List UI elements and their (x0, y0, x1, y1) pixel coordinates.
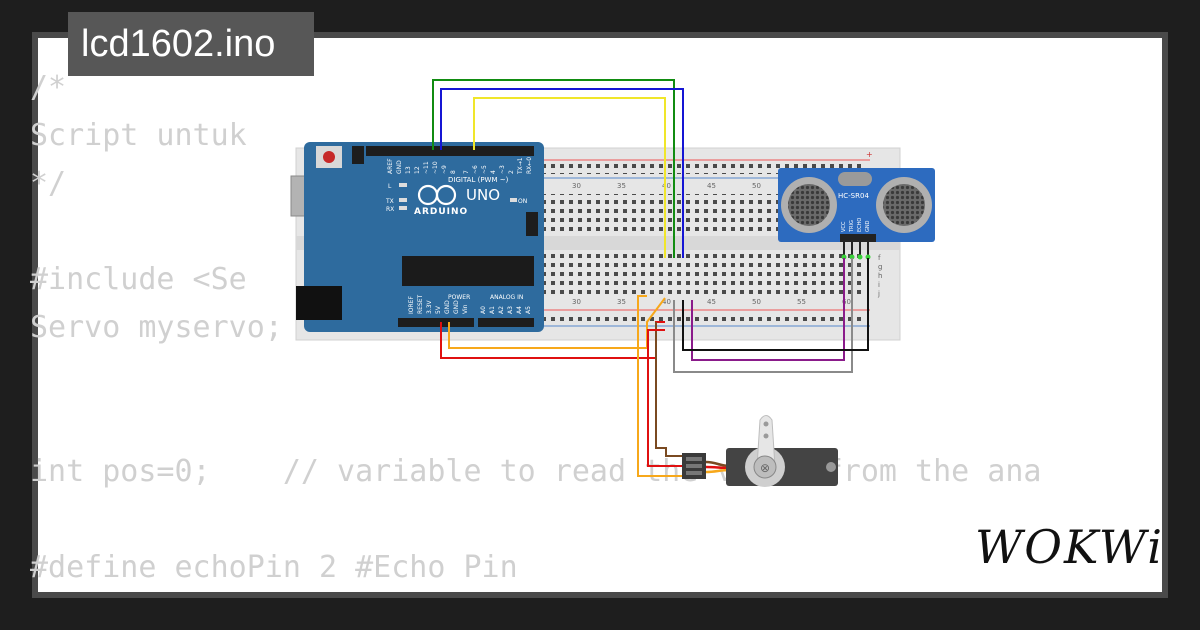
pin-label: GND (396, 160, 403, 174)
digital-header (366, 146, 534, 156)
power-label: POWER (448, 294, 470, 301)
analog-header (478, 318, 534, 327)
digital-label: DIGITAL (PWM ~) (448, 176, 509, 184)
row-letter: i (878, 281, 880, 289)
pin-label: A2 (498, 306, 505, 314)
wire-black[interactable] (682, 258, 869, 351)
analog-label: ANALOG IN (490, 294, 523, 301)
wire-gray[interactable] (673, 258, 853, 373)
digital-pin-labels: AREF GND 13 12 ~11 ~10 ~9 8 7 ~6 ~5 4 ~3… (387, 157, 533, 175)
code-line: #include <Se (30, 262, 247, 297)
servo-horn[interactable] (756, 415, 776, 468)
pin-label: Vin (462, 304, 469, 314)
column-number: 45 (707, 298, 716, 306)
uno-label: UNO (466, 186, 500, 204)
sensor-label: HC-SR04 (838, 192, 869, 200)
servo-motor[interactable]: ⊗ (682, 415, 838, 488)
led-tx-label: TX (385, 198, 394, 205)
pin-label: A0 (480, 306, 487, 314)
arduino-infinity-logo-right (435, 184, 457, 206)
code-line: #define echoPin 2 #Echo Pin (30, 550, 518, 585)
pin-label: ~5 (481, 165, 488, 174)
pin-label: 7 (463, 170, 470, 174)
sensor-pin-label: TRIG (849, 220, 855, 233)
analog-pin-labels: A0 A1 A2 A3 A4 A5 (480, 306, 532, 314)
wokwi-logo: WOKWi (975, 520, 1164, 574)
power-jack (296, 286, 342, 320)
arduino-uno[interactable]: AREF GND 13 12 ~11 ~10 ~9 8 7 ~6 ~5 4 ~3… (290, 142, 544, 332)
pin-label: 5V (435, 305, 442, 314)
pin-label: AREF (387, 158, 394, 174)
pin-label: TX→1 (517, 157, 524, 175)
microcontroller-chip (402, 256, 534, 286)
column-number: 60 (842, 298, 851, 306)
sensor-pin-label: VCC (841, 221, 847, 232)
power-header (398, 318, 474, 327)
pin-label: A5 (525, 306, 532, 314)
pin-label: RX←0 (526, 157, 533, 174)
column-number: 50 (752, 298, 761, 306)
pin-label: GND (453, 300, 460, 314)
sensor-pin-label: GND (865, 220, 871, 232)
wire-purple[interactable] (691, 258, 845, 361)
pin-label: 3.3V (426, 299, 433, 314)
pin-label: 13 (405, 166, 412, 174)
code-line: */ (30, 166, 67, 201)
wire-brown[interactable] (655, 322, 684, 457)
code-line: Script untuk (30, 118, 247, 153)
column-number: 45 (707, 182, 716, 190)
column-number: 50 (752, 182, 761, 190)
pin-label: A4 (516, 306, 523, 314)
pin-label: ~9 (441, 165, 448, 174)
pin-label: 8 (450, 170, 457, 174)
on-label: ON (518, 198, 527, 205)
code-line: /* (30, 70, 67, 105)
servo-screw-icon: ⊗ (760, 461, 770, 475)
column-number: 40 (662, 298, 671, 306)
rail-plus: + (866, 150, 873, 159)
column-number: 30 (572, 298, 581, 306)
pin-label: ~10 (432, 161, 439, 174)
pin-label: A3 (507, 306, 514, 314)
column-number: 35 (617, 298, 626, 306)
column-number: 30 (572, 182, 581, 190)
pin-label: IOREF (408, 296, 415, 314)
wire-yellow[interactable] (473, 97, 666, 258)
wire-blue[interactable] (440, 88, 684, 258)
pin-label: 12 (414, 166, 421, 174)
pin-label: GND (444, 300, 451, 314)
pin-label: RESET (417, 294, 424, 314)
pin-label: ~3 (499, 165, 506, 174)
power-pin-labels: IOREF RESET 3.3V 5V GND GND Vin (408, 294, 469, 314)
pin-label: ~6 (472, 165, 479, 174)
wires (432, 79, 869, 477)
pin-label: 4 (490, 170, 497, 174)
code-line: Servo myservo; (30, 310, 283, 345)
arduino-logo-text: ARDUINO (414, 207, 468, 217)
row-letter: j (877, 290, 880, 298)
column-number: 35 (617, 182, 626, 190)
wire-red-servo[interactable] (647, 329, 684, 467)
column-number: 40 (662, 182, 671, 190)
row-letter: f (878, 254, 881, 262)
led-rx-label: RX (386, 206, 394, 213)
sensor-crystal (838, 172, 872, 186)
reset-button-cap[interactable] (323, 151, 335, 163)
column-number: 55 (797, 298, 806, 306)
pin-label: ~11 (423, 161, 430, 174)
pin-label: 2 (508, 170, 515, 174)
row-letter: g (878, 263, 882, 271)
icsp-header (526, 212, 538, 236)
row-letter: h (878, 272, 882, 280)
led-l-label: L (388, 183, 392, 190)
pin-label: A1 (489, 306, 496, 314)
file-name-title: lcd1602.ino (68, 12, 314, 76)
hc-sr04-sensor[interactable]: HC-SR04 VCC TRIG ECHO GND (778, 168, 935, 260)
wire-green[interactable] (432, 79, 675, 258)
sensor-pin-label: ECHO (857, 218, 863, 232)
wire-orange-servo[interactable] (637, 295, 684, 477)
